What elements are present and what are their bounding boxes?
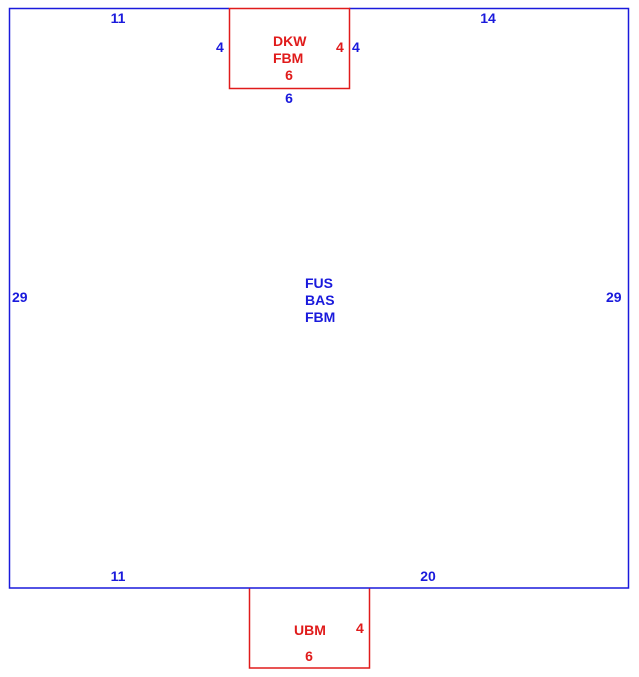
dim-notch-bottom: 6: [285, 90, 293, 106]
bottom-room-height: 4: [356, 620, 364, 636]
dim-notch-left: 4: [216, 39, 224, 55]
dim-bottom-right: 20: [420, 568, 436, 584]
room-code: DKW: [273, 33, 307, 49]
dim-notch-right: 4: [352, 39, 360, 55]
top-room-width: 6: [285, 67, 293, 83]
dim-left: 29: [12, 289, 28, 305]
dim-right: 29: [606, 289, 622, 305]
room-code: BAS: [305, 292, 335, 308]
main-room-outline: [8, 7, 630, 589]
room-code: FUS: [305, 275, 333, 291]
bottom-room-width: 6: [305, 648, 313, 664]
top-room-label: DKW FBM: [273, 33, 306, 67]
main-room-label: FUS BAS FBM: [305, 275, 335, 326]
room-code: FBM: [305, 309, 336, 325]
top-room-height: 4: [336, 39, 344, 55]
dim-top-left: 11: [110, 10, 126, 26]
room-code: FBM: [273, 50, 304, 66]
dim-top-right: 14: [480, 10, 496, 26]
top-room-outline: [228, 7, 351, 90]
dim-bottom-left: 11: [110, 568, 126, 584]
bottom-room-outline: [248, 588, 371, 669]
bottom-room-label: UBM: [294, 622, 326, 638]
